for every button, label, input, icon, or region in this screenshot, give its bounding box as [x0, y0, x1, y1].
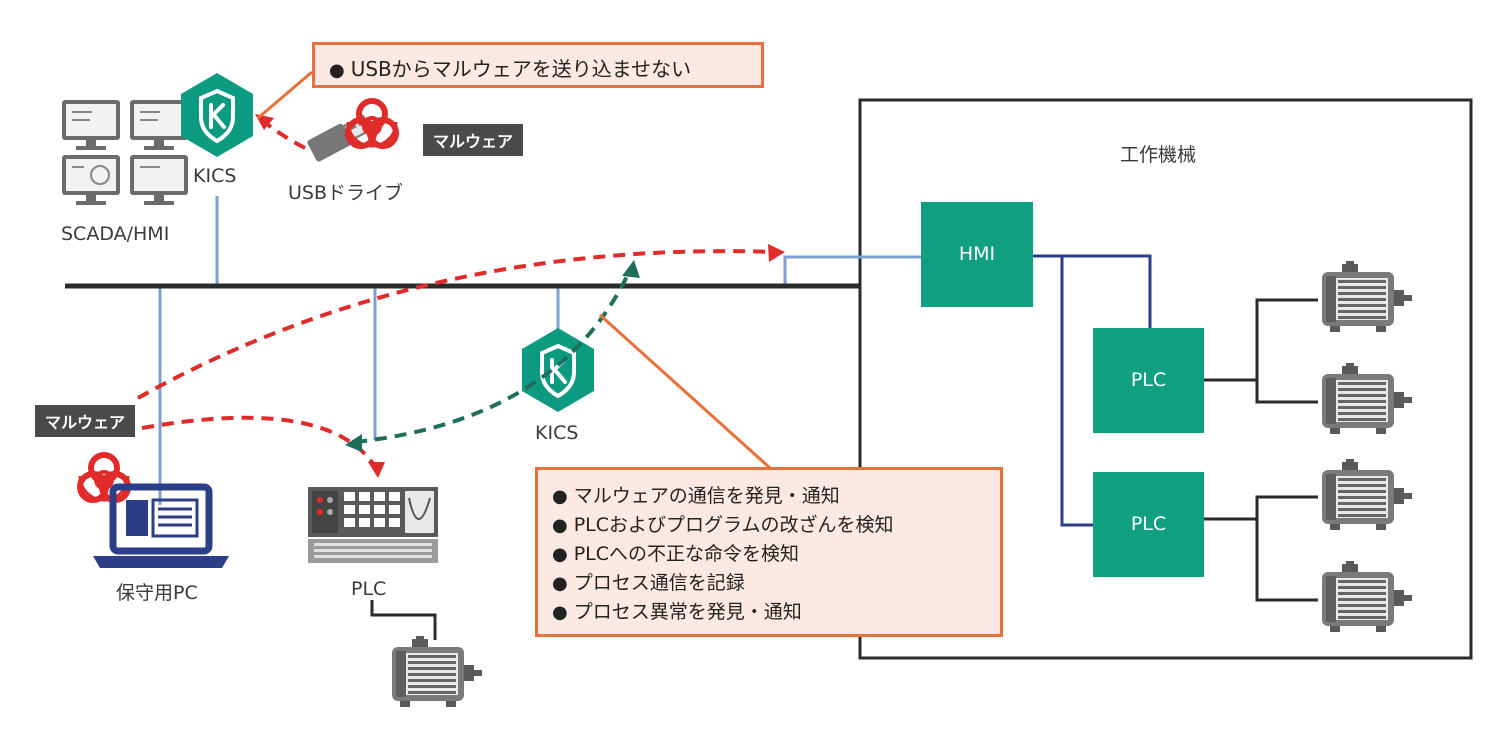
list-item: ●プロセス通信を記録	[552, 572, 745, 594]
usb-drive-label: USBドライブ	[288, 182, 404, 204]
plc-unit-icon	[308, 487, 438, 563]
list-item: ●PLCへの不正な命令を検知	[552, 543, 800, 565]
biohazard-icon	[80, 455, 128, 500]
pc-label: 保守用PC	[116, 582, 198, 604]
monitor-icon	[62, 100, 188, 205]
kics-top-label: KICS	[193, 165, 237, 187]
scada-label: SCADA/HMI	[61, 223, 170, 245]
plc-left-label: PLC	[351, 578, 387, 600]
motor-icon	[1322, 363, 1412, 434]
plc-lower-box	[1093, 472, 1204, 577]
hmi-label: HMI	[958, 243, 996, 265]
motor-icon	[392, 636, 482, 707]
plc-upper-label: PLC	[1130, 369, 1167, 391]
laptop-icon	[93, 483, 229, 568]
usb-callout: ●USBからマルウェアを送り込ませない	[312, 42, 764, 88]
biohazard-icon	[348, 101, 396, 146]
motor-icon	[1322, 261, 1412, 332]
malware-tag-usb: マルウェア	[423, 124, 524, 156]
motor-icon	[1322, 561, 1412, 632]
machine-label: 工作機械	[1120, 144, 1197, 166]
usb-callout-text: USBからマルウェアを送り込ませない	[350, 57, 692, 81]
list-item: ●マルウェアの通信を発見・通知	[552, 485, 840, 507]
kics-shield-icon	[179, 71, 255, 159]
machine-frame	[858, 98, 1473, 660]
malware-tag-pc: マルウェア	[35, 405, 136, 437]
motor-icon	[1322, 459, 1412, 530]
kics-features-callout: ●マルウェアの通信を発見・通知 ●PLCおよびプログラムの改ざんを検知 ●PLC…	[535, 467, 1003, 637]
hmi-box	[921, 202, 1033, 307]
list-item: ●プロセス異常を発見・通知	[552, 601, 802, 623]
kics-mid-label: KICS	[535, 422, 579, 444]
plc-lower-label: PLC	[1130, 513, 1167, 535]
plc-upper-box	[1093, 328, 1204, 433]
kics-shield-icon	[520, 326, 596, 414]
bullet: ●	[329, 60, 345, 81]
list-item: ●PLCおよびプログラムの改ざんを検知	[552, 514, 894, 536]
